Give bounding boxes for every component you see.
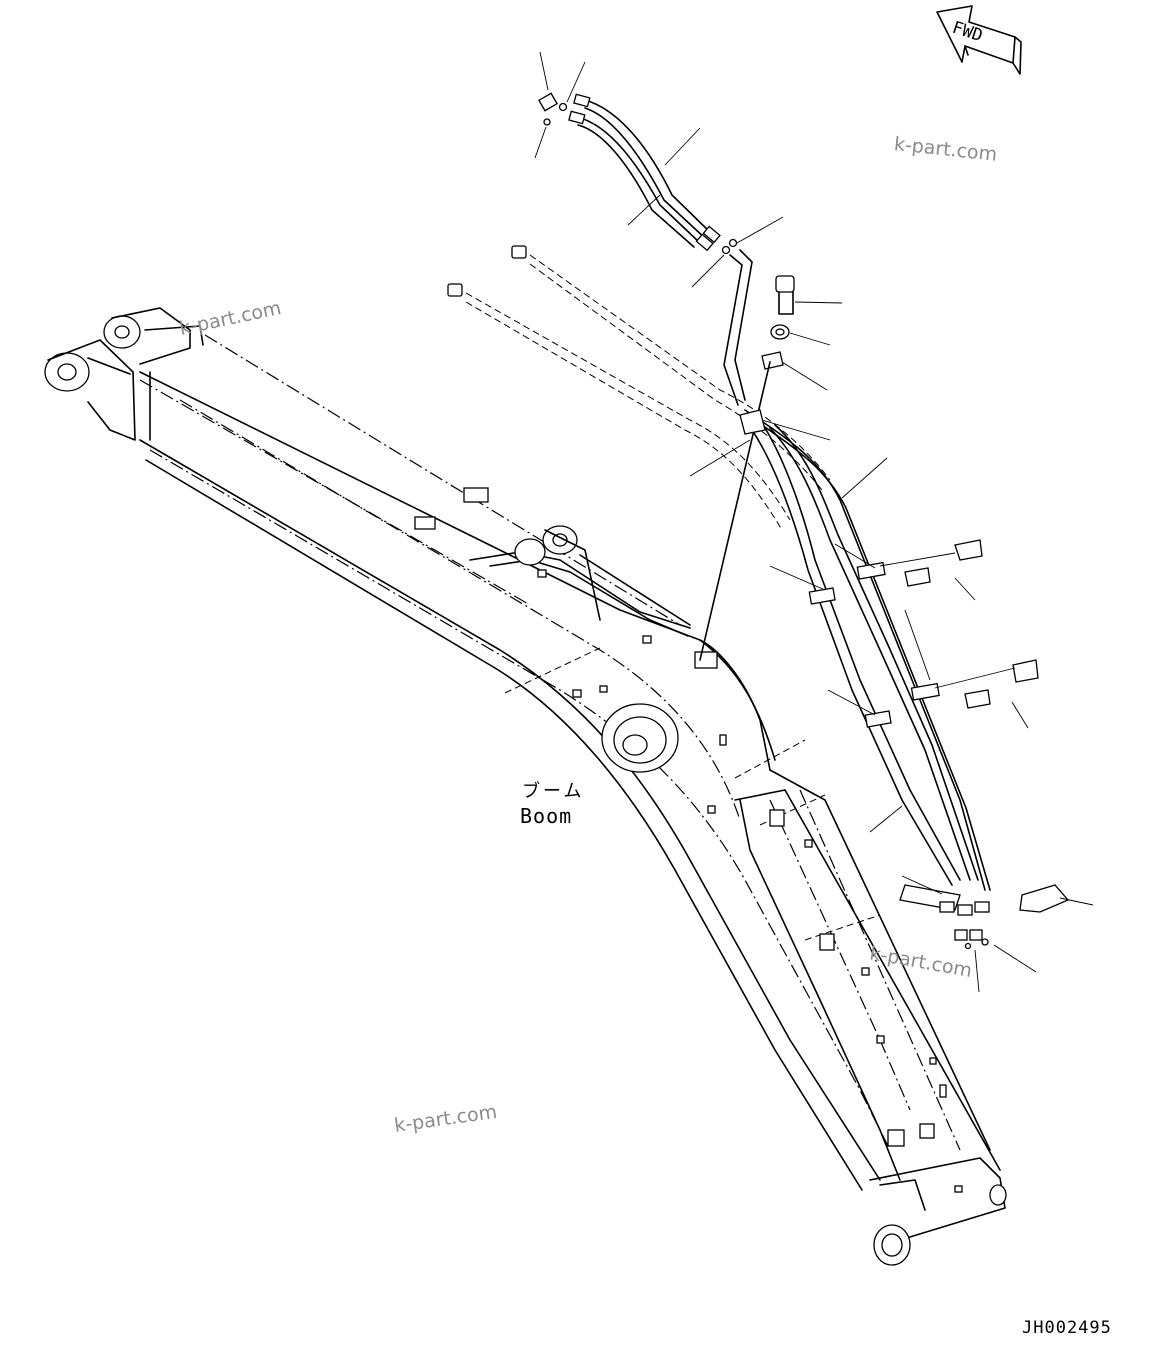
hydraulic-hoses xyxy=(447,92,1070,950)
fwd-arrow-icon xyxy=(936,5,1022,75)
drawing-code: JH002495 xyxy=(1022,1318,1112,1338)
leader-lines xyxy=(534,51,1094,993)
boom-structure xyxy=(44,307,1007,1266)
boom-label-en: Boom xyxy=(520,804,573,828)
boom-label-jp: ブーム xyxy=(522,781,585,802)
